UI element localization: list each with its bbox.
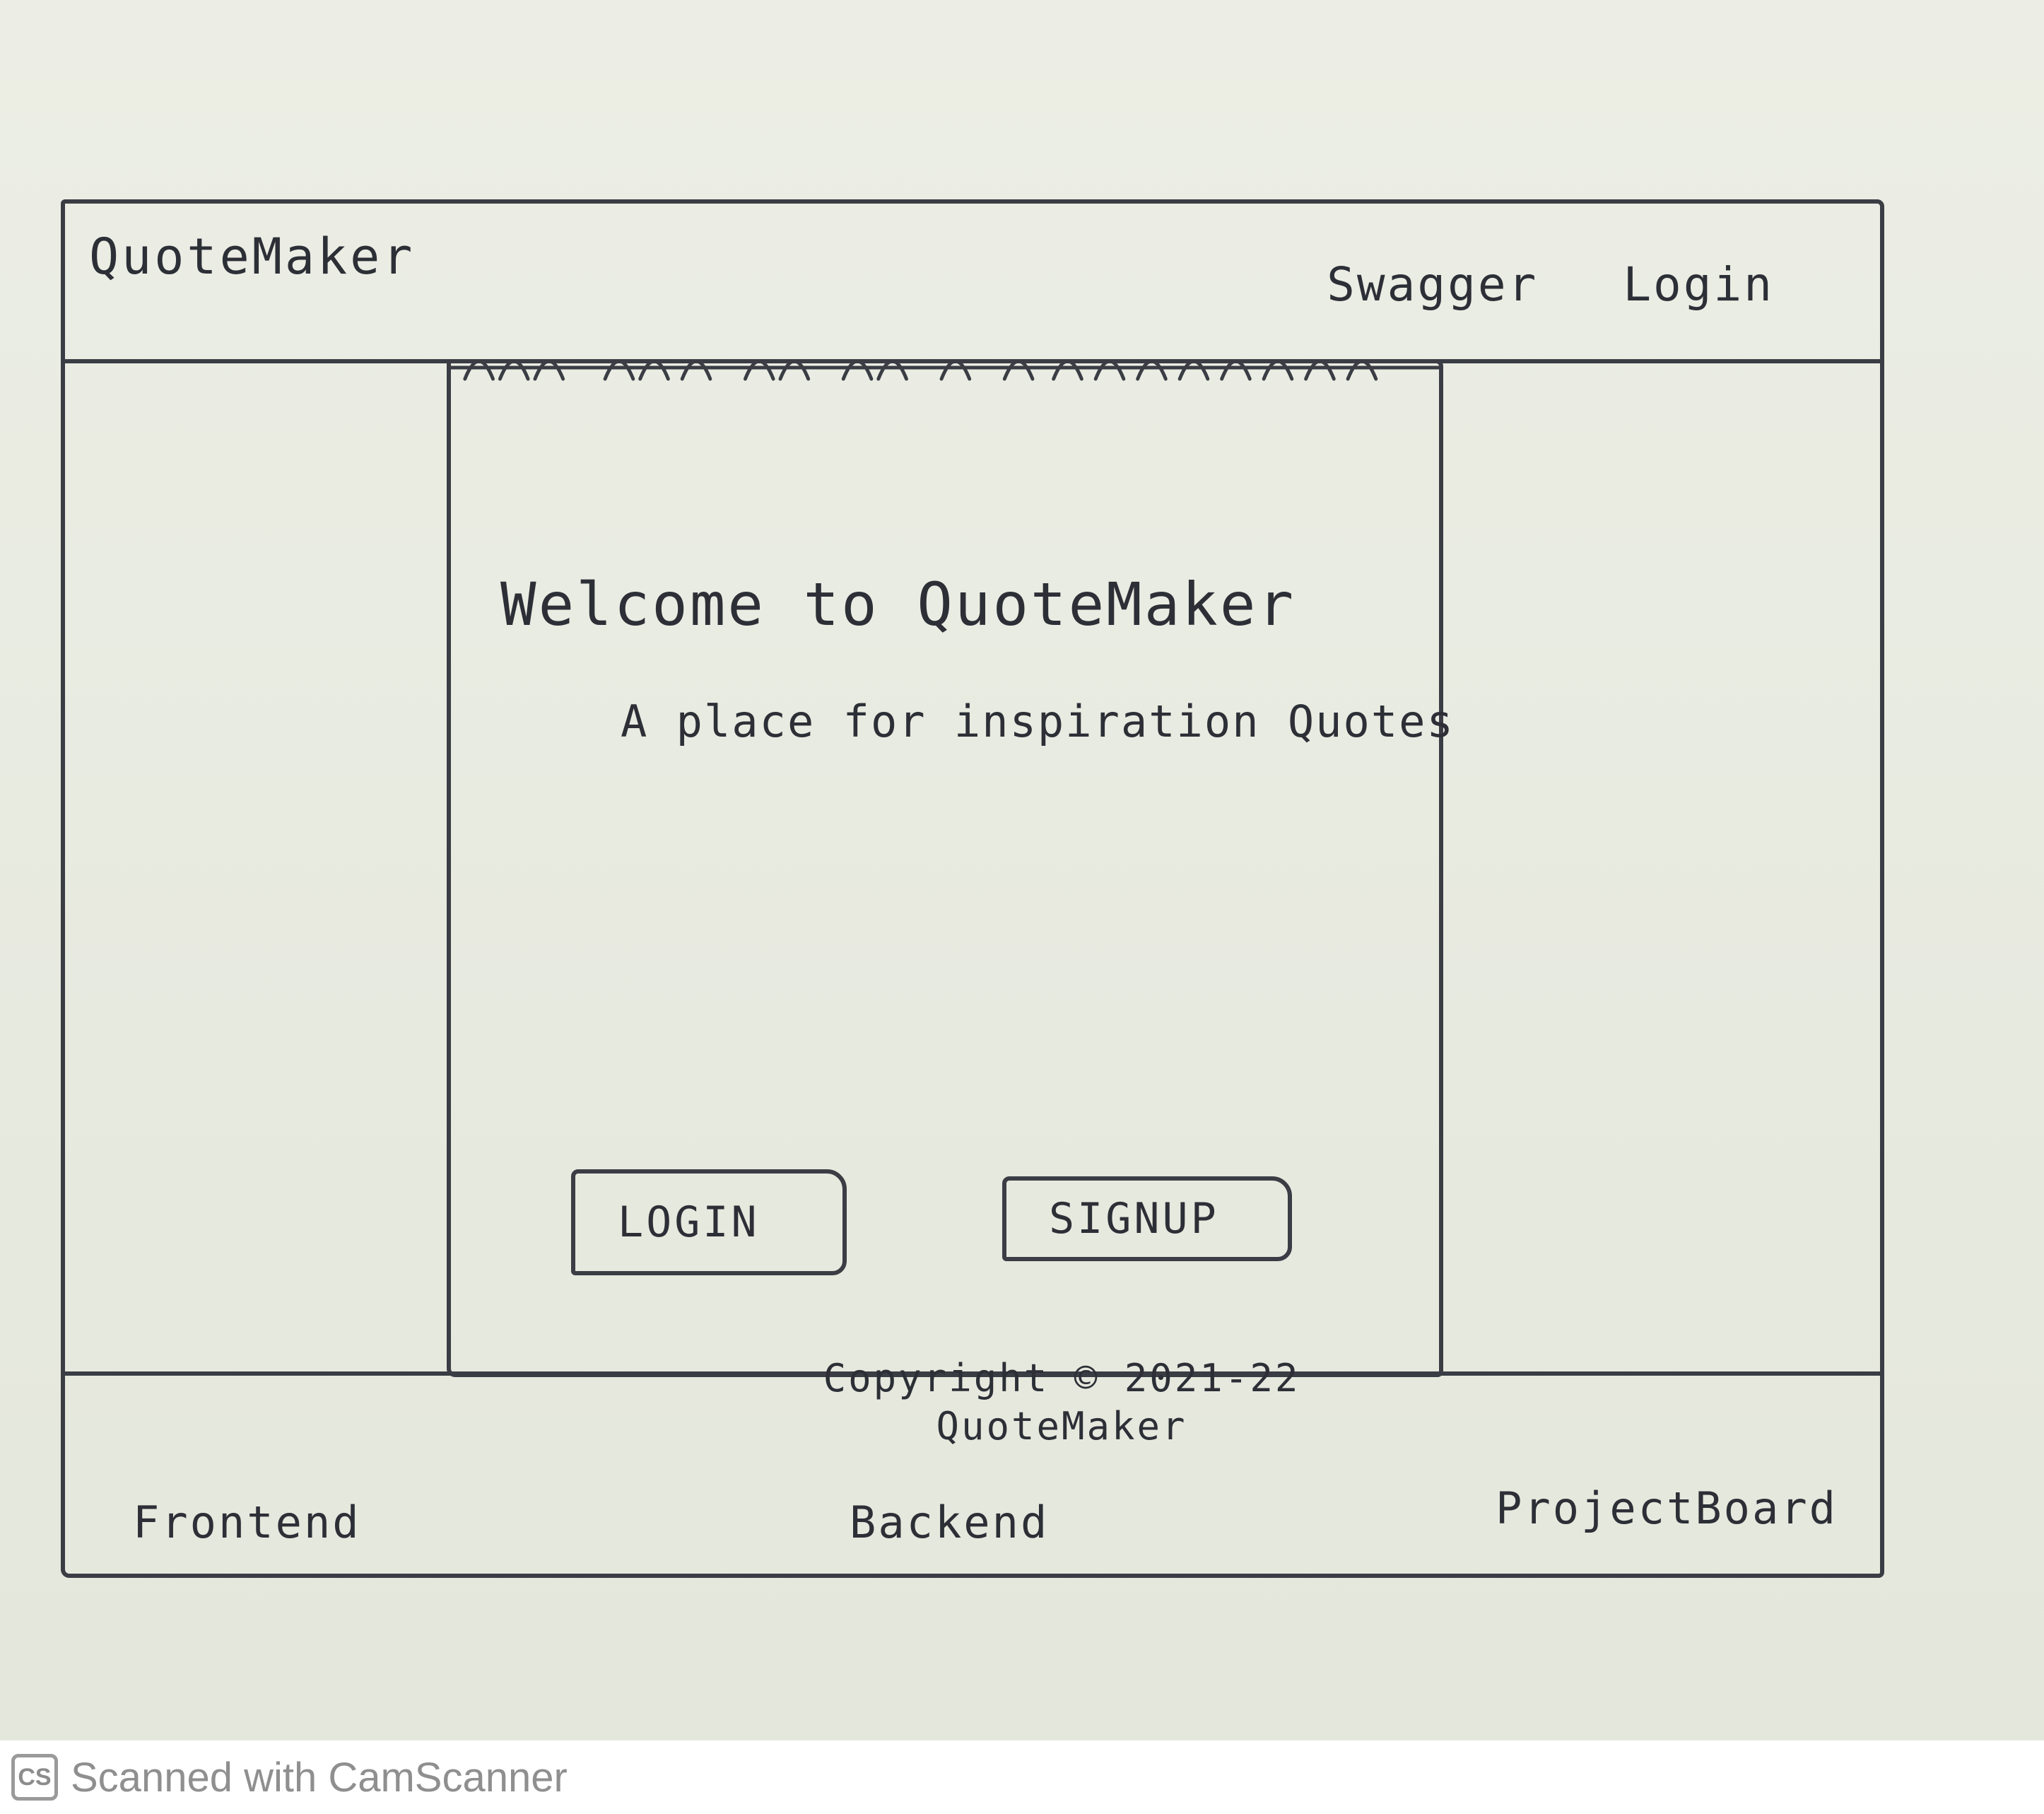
page-footer: Copyright © 2021-22 QuoteMaker Frontend …: [65, 1356, 1880, 1574]
footer-frontend-link[interactable]: Frontend: [133, 1497, 361, 1548]
scanner-watermark-bar: CS Scanned with CamScanner: [0, 1740, 2044, 1814]
copyright-notice: Copyright © 2021-22 QuoteMaker: [772, 1354, 1351, 1450]
app-window-wireframe: QuoteMaker Swagger Login: [61, 199, 1884, 1578]
spiral-binding-icon: [451, 359, 1439, 381]
welcome-card: Welcome to QuoteMaker A place for inspir…: [447, 359, 1453, 1377]
signup-button[interactable]: SIGNUP: [1002, 1176, 1292, 1261]
nav-links: Swagger Login: [1327, 257, 1774, 312]
welcome-tagline: A place for inspiration Quotes: [621, 696, 1455, 747]
footer-backend-link[interactable]: Backend: [850, 1497, 1050, 1548]
copyright-owner: QuoteMaker: [936, 1403, 1187, 1449]
camscanner-logo-icon: CS: [11, 1754, 58, 1801]
copyright-line: Copyright © 2021-22: [823, 1356, 1300, 1400]
scanned-sheet: QuoteMaker Swagger Login: [0, 0, 2044, 1740]
welcome-heading: Welcome to QuoteMaker: [500, 570, 1296, 639]
watermark-text: Scanned with CamScanner: [71, 1754, 568, 1801]
nav-login-link[interactable]: Login: [1623, 257, 1774, 312]
nav-swagger-link[interactable]: Swagger: [1327, 257, 1539, 312]
login-button[interactable]: LOGIN: [571, 1169, 847, 1275]
footer-projectboard-link[interactable]: ProjectBoard: [1496, 1482, 1838, 1534]
brand-logo-text[interactable]: QuoteMaker: [89, 228, 416, 286]
